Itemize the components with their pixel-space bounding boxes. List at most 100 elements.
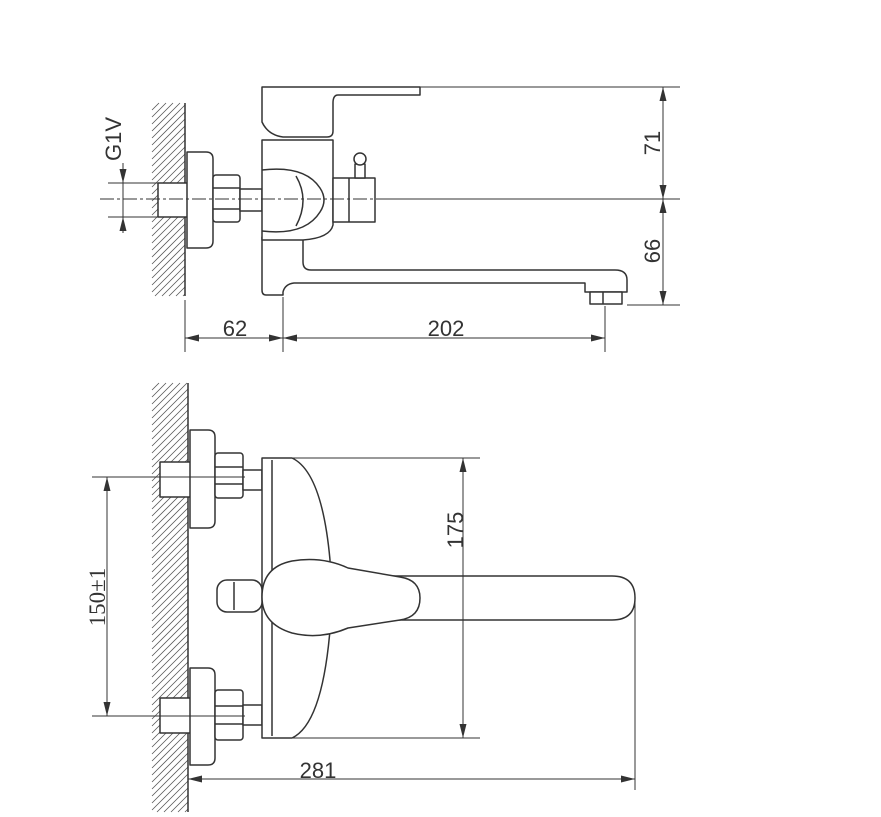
hatch-line: [151, 612, 189, 650]
arrow-head: [119, 169, 127, 183]
hatch-line: [151, 633, 189, 671]
hatch-line: [151, 382, 181, 412]
hatch-line: [151, 382, 160, 391]
hatch-line: [151, 619, 189, 657]
hatch-line: [151, 759, 189, 797]
hatch-line: [151, 230, 186, 265]
hatch-line: [151, 430, 189, 468]
hatch-line: [151, 102, 167, 118]
hatch-line: [151, 668, 189, 706]
hatch-line: [151, 125, 186, 160]
diverter-rod: [354, 163, 366, 179]
height-dimension: 71 66: [640, 87, 667, 305]
side-view: 71 66 62 202 G1V: [100, 86, 680, 352]
hatch-line: [151, 766, 189, 804]
hatch-line: [151, 752, 189, 790]
hatch-line: [156, 780, 189, 813]
hatch-line: [151, 626, 189, 664]
hatch-line: [151, 773, 189, 811]
arrow-head: [103, 477, 111, 491]
lever-handle: [261, 558, 421, 637]
hatch-line: [151, 556, 189, 594]
total-reach-dimension: 281: [188, 758, 635, 783]
arrow-head: [459, 458, 467, 472]
connector-neck: [242, 704, 263, 726]
hatch-line: [151, 598, 189, 636]
hatch-line: [151, 237, 186, 272]
hatch-line: [151, 738, 189, 776]
hatch-line: [151, 402, 189, 440]
arrow-head: [659, 291, 667, 305]
dim-total-reach-label: 281: [300, 758, 337, 783]
hatch-line: [151, 731, 189, 769]
hex-nut: [214, 689, 244, 741]
hatch-line: [151, 745, 189, 783]
front-view: 175 150±1 281: [85, 382, 636, 813]
spout: [261, 236, 628, 296]
dim-upper-height-label: 71: [640, 131, 665, 155]
diverter: [332, 152, 376, 223]
arrow-head: [269, 334, 283, 342]
wall-flange: [186, 151, 214, 249]
hatch-line: [151, 382, 188, 419]
hatch-line: [170, 794, 189, 813]
hatch-line: [151, 535, 189, 573]
hatch-line: [151, 216, 186, 251]
arrow-head: [459, 724, 467, 738]
hatch-line: [151, 395, 189, 433]
hatch-line: [151, 675, 189, 713]
hatch-line: [151, 493, 189, 531]
hatch-line: [151, 570, 189, 608]
dim-wall-to-body-label: 62: [223, 316, 247, 341]
hatch-line: [151, 514, 189, 552]
arrow-head: [591, 334, 605, 342]
hatch-line: [151, 549, 189, 587]
hatch-line: [151, 423, 189, 461]
arrow-head: [283, 334, 297, 342]
hex-nut: [214, 452, 244, 499]
wall-hatching-front-view: [151, 382, 189, 813]
body-height-dimension: 175: [443, 458, 468, 738]
arrow-head: [185, 334, 199, 342]
hatch-line: [151, 118, 186, 153]
hatch-line: [151, 104, 186, 139]
hatch-line: [151, 591, 189, 629]
dim-body-height-label: 175: [443, 512, 468, 549]
valve-cartridge-inner-line: [295, 175, 304, 227]
arrow-head: [103, 702, 111, 716]
diverter-knob: [216, 579, 263, 613]
reach-dimension: 62 202: [185, 316, 605, 342]
hatch-line: [151, 382, 167, 398]
hatch-line: [154, 265, 186, 297]
hatch-line: [168, 279, 186, 297]
hatch-line: [151, 654, 189, 692]
hatch-line: [151, 139, 186, 174]
hatch-line: [151, 577, 189, 615]
hatch-line: [151, 521, 189, 559]
spout: [379, 575, 636, 621]
arrow-head: [659, 199, 667, 213]
arrow-head: [119, 217, 127, 231]
hatch-line: [151, 507, 189, 545]
mixer-body: [261, 139, 334, 241]
hatch-line: [151, 542, 189, 580]
thread-size-label: G1V: [101, 117, 126, 161]
aerator: [589, 291, 623, 305]
hatch-line: [151, 382, 174, 405]
upper-inlet: [159, 429, 263, 529]
hatch-line: [151, 661, 189, 699]
diverter: [216, 579, 263, 613]
lever-handle: [261, 86, 421, 138]
hatch-line: [151, 102, 174, 125]
diverter-knob: [353, 152, 367, 166]
hatch-line: [175, 286, 186, 297]
valve-cartridge-outline: [261, 168, 325, 233]
connector-neck: [239, 188, 263, 212]
hatch-line: [151, 223, 186, 258]
hatch-line: [151, 563, 189, 601]
hatch-line: [177, 801, 189, 813]
hatch-line: [151, 258, 186, 293]
hatch-line: [151, 132, 186, 167]
hatch-line: [151, 528, 189, 566]
wall-flange: [189, 429, 216, 529]
